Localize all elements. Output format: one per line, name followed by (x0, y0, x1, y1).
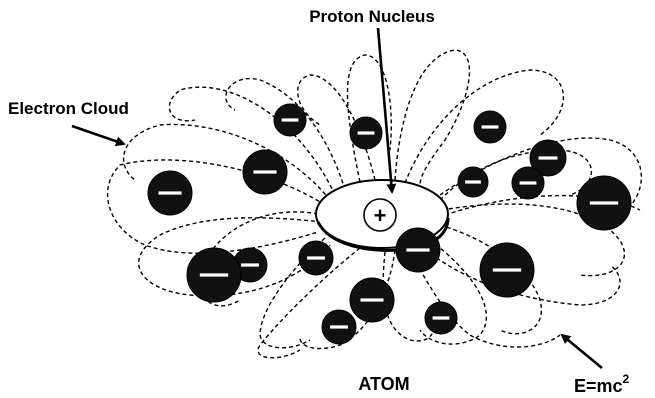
electron-11-minus-icon (307, 256, 325, 260)
cloud-pointer-arrow (71, 124, 126, 147)
electron-1-minus-icon (281, 118, 299, 122)
atom-label: ATOM (358, 374, 409, 394)
proton-plus-symbol: + (374, 203, 387, 228)
electron-group (147, 103, 632, 345)
electron-9-minus-icon (589, 201, 619, 205)
energy-pointer-arrow (560, 333, 603, 370)
electron-4-minus-icon (538, 156, 558, 160)
electron-15-minus-icon (360, 298, 384, 302)
electron-8-minus-icon (158, 191, 182, 195)
electron-13-minus-icon (241, 263, 259, 267)
energy-equation-label: E=mc2 (574, 372, 630, 396)
energy-equation-base: E=mc (574, 376, 623, 396)
electron-5-minus-icon (253, 170, 277, 174)
electron-16-minus-icon (330, 325, 348, 329)
electron-7-minus-icon (519, 181, 537, 185)
nucleus-pointer-arrow (376, 27, 397, 194)
electron-12-minus-icon (492, 268, 522, 272)
electron-cloud-label: Electron Cloud (8, 99, 129, 118)
energy-equation-exponent: 2 (623, 372, 630, 386)
electron-2-minus-icon (357, 131, 375, 135)
electron-10-minus-icon (406, 248, 430, 252)
electron-3-minus-icon (481, 125, 499, 129)
proton-nucleus-label: Proton Nucleus (309, 7, 435, 26)
proton-circle (363, 198, 397, 232)
electron-14-minus-icon (199, 273, 229, 277)
electron-6-minus-icon (465, 180, 481, 184)
electron-17-minus-icon (432, 316, 450, 320)
